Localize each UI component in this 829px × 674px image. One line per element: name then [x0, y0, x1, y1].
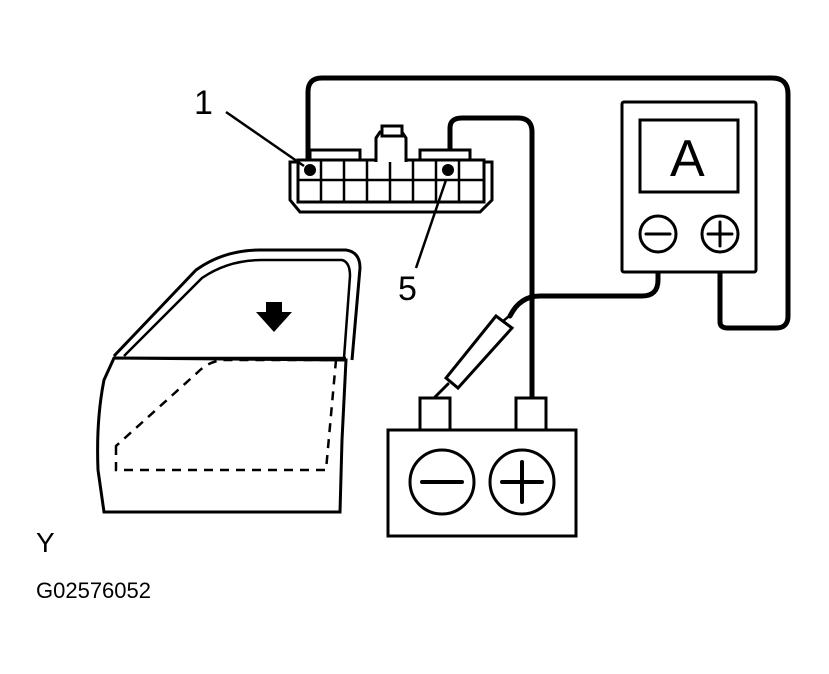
terminal-1-leader [225, 110, 305, 168]
terminal-5-leader [414, 179, 448, 269]
ammeter-positive-terminal-icon [700, 214, 740, 254]
door-window-frame [112, 248, 362, 361]
battery-positive-terminal-icon [488, 448, 556, 516]
test-probe [430, 311, 515, 402]
view-label: Y [36, 527, 55, 558]
ammeter-letter: A [670, 130, 705, 188]
terminal-1-label: 1 [194, 84, 213, 122]
figure-code: G02576052 [36, 578, 151, 603]
wire-ammeter-positive-to-terminal-1 [305, 75, 791, 331]
window-direction-down-arrow-icon [256, 302, 292, 332]
wire-terminal-5-to-battery-positive [447, 115, 535, 403]
terminal-5-pin [442, 164, 454, 176]
connector-cavities [298, 160, 484, 202]
ammeter: A [620, 100, 758, 274]
terminal-1-pin [304, 164, 316, 176]
battery [386, 396, 578, 538]
wire-ammeter-negative-to-probe [507, 229, 661, 319]
ammeter-negative-terminal-icon [638, 214, 678, 254]
door-panel [96, 356, 348, 514]
terminal-5-label: 5 [398, 270, 417, 308]
connector-lock-tab [374, 124, 408, 162]
motor-connector [288, 124, 494, 214]
door-illustration [96, 248, 362, 514]
window-glass-lowered-dashed [114, 358, 338, 472]
battery-negative-terminal-icon [408, 448, 476, 516]
